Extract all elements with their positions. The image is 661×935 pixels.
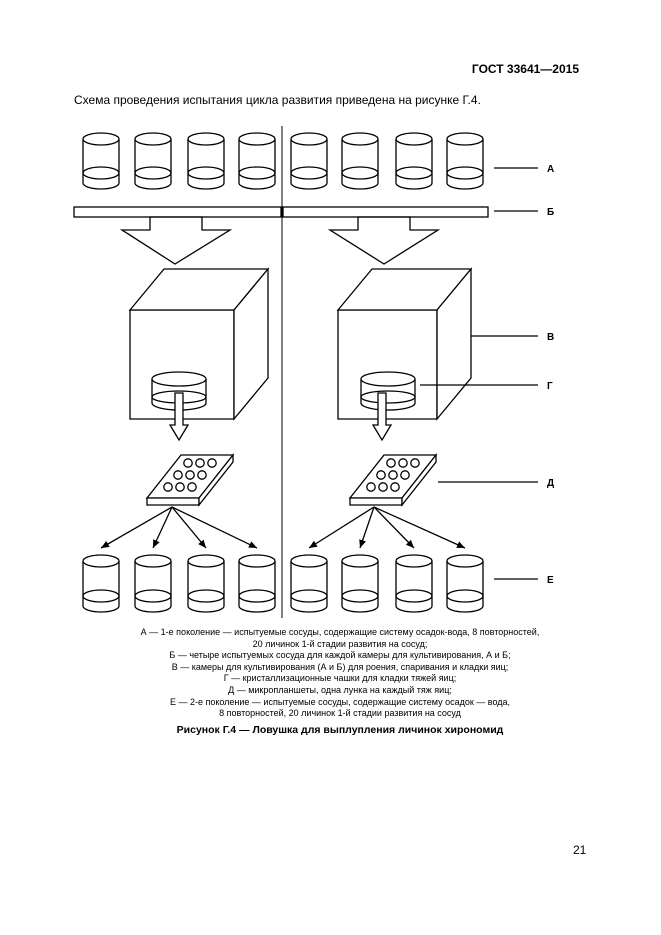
test-vessel bbox=[290, 132, 328, 190]
test-vessel bbox=[395, 554, 433, 613]
distribution-arrow bbox=[308, 506, 375, 549]
test-vessel bbox=[134, 554, 172, 613]
figure-caption: Рисунок Г.4 — Ловушка для выплупления ли… bbox=[176, 724, 504, 736]
legend-line: Г — кристаллизационные чашки для кладки … bbox=[223, 673, 457, 684]
microplate-left bbox=[145, 453, 235, 507]
label-b: Б bbox=[547, 207, 554, 218]
small-arrow-left bbox=[168, 392, 190, 442]
distribution-arrow bbox=[373, 506, 466, 549]
label-v: В bbox=[547, 332, 554, 343]
arrow-head bbox=[456, 541, 465, 548]
test-vessel bbox=[187, 132, 225, 190]
label-a: А bbox=[547, 164, 554, 175]
vessel-group-bar-left bbox=[73, 206, 282, 218]
figure-legend: А — 1-е поколение — испытуемые сосуды, с… bbox=[60, 627, 620, 720]
microplate-well bbox=[175, 482, 185, 492]
microplate-well bbox=[388, 470, 398, 480]
second-generation-vessels bbox=[82, 554, 484, 613]
distribution-arrow bbox=[100, 506, 173, 549]
legend-line: Д — микропланшеты, одна лунка на каждый … bbox=[228, 684, 452, 695]
microplate-well bbox=[173, 470, 183, 480]
arrow-head bbox=[153, 539, 160, 548]
microplate-well bbox=[410, 458, 420, 468]
label-e: Е bbox=[547, 575, 554, 586]
arrow-head bbox=[309, 540, 318, 548]
vessel-group-bar-right bbox=[282, 206, 489, 218]
test-vessel bbox=[82, 554, 120, 613]
test-vessel bbox=[290, 554, 328, 613]
crystallization-dish-right bbox=[360, 371, 416, 411]
microplate-right bbox=[348, 453, 438, 507]
microplate-well bbox=[195, 458, 205, 468]
microplate-well bbox=[378, 482, 388, 492]
microplate-well bbox=[366, 482, 376, 492]
big-arrow-right bbox=[327, 216, 441, 265]
test-vessel bbox=[82, 132, 120, 190]
intro-paragraph: Схема проведения испытания цикла развити… bbox=[74, 93, 481, 107]
arrow-head bbox=[405, 539, 414, 548]
distribution-arrow bbox=[171, 506, 258, 549]
label-d: Д bbox=[547, 478, 554, 489]
first-generation-vessels bbox=[82, 132, 484, 190]
small-arrow-right bbox=[371, 392, 393, 442]
legend-line: В — камеры для культивирования (А и Б) д… bbox=[171, 661, 509, 672]
test-vessel bbox=[341, 132, 379, 190]
microplate-well bbox=[376, 470, 386, 480]
microplate-well bbox=[386, 458, 396, 468]
legend-line: 20 личинок 1-й стадии развития на сосуд; bbox=[252, 638, 428, 649]
microplate-well bbox=[163, 482, 173, 492]
legend-line: Б — четыре испытуемых сосуда для каждой … bbox=[169, 650, 511, 661]
test-vessel bbox=[446, 132, 484, 190]
legend-line: 8 повторностей, 20 личинок 1-й стадии ра… bbox=[219, 708, 461, 719]
arrow-head bbox=[248, 541, 257, 548]
test-vessel bbox=[187, 554, 225, 613]
label-g: Г bbox=[547, 381, 553, 392]
microplate-well bbox=[197, 470, 207, 480]
microplate-well bbox=[183, 458, 193, 468]
test-vessel bbox=[341, 554, 379, 613]
arrow-head bbox=[101, 540, 110, 548]
distribution-arrows bbox=[100, 506, 466, 549]
microplate-well bbox=[187, 482, 197, 492]
test-vessel bbox=[238, 554, 276, 613]
legend-line: Е — 2-е поколение — испытуемые сосуды, с… bbox=[169, 696, 511, 707]
big-arrow-left bbox=[119, 216, 233, 265]
standard-number: ГОСТ 33641—2015 bbox=[471, 62, 579, 76]
page-number: 21 bbox=[573, 843, 587, 857]
distribution-arrow bbox=[373, 506, 415, 549]
arrow-head bbox=[359, 539, 366, 548]
microplate-well bbox=[398, 458, 408, 468]
test-vessel bbox=[395, 132, 433, 190]
distribution-arrow bbox=[171, 506, 207, 549]
microplate-well bbox=[185, 470, 195, 480]
microplate-well bbox=[400, 470, 410, 480]
arrow-head bbox=[198, 539, 206, 548]
legend-line: А — 1-е поколение — испытуемые сосуды, с… bbox=[140, 627, 540, 637]
microplate-well bbox=[207, 458, 217, 468]
test-vessel bbox=[446, 554, 484, 613]
microplate-well bbox=[390, 482, 400, 492]
test-vessel bbox=[238, 132, 276, 190]
test-vessel bbox=[134, 132, 172, 190]
